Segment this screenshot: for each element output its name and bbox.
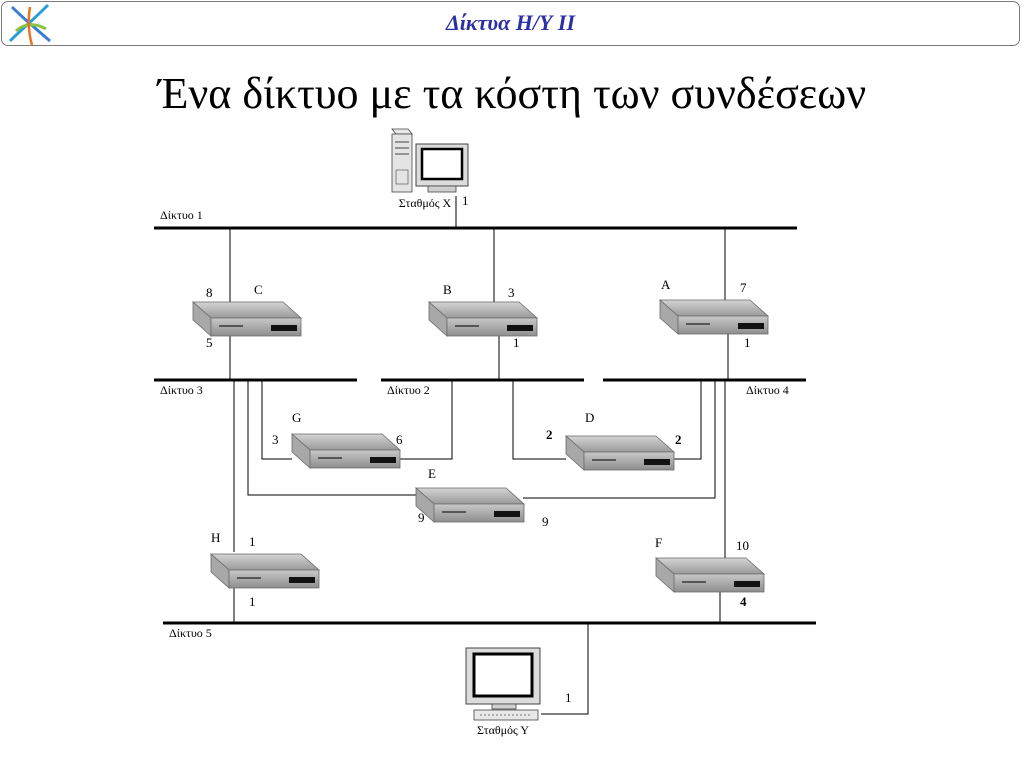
cost-f-bottom: 4 bbox=[740, 594, 747, 609]
router-d bbox=[565, 435, 675, 471]
router-b-label: B bbox=[443, 282, 452, 297]
links bbox=[229, 196, 729, 715]
slide-title: Ένα δίκτυο με τα κόστη των συνδέσεων bbox=[157, 69, 867, 118]
cost-a-bottom: 1 bbox=[744, 335, 751, 350]
cost-h-top: 1 bbox=[249, 534, 256, 549]
router-a-label: A bbox=[661, 277, 671, 292]
router-h bbox=[210, 553, 320, 589]
course-title: Δίκτυα Η/Υ ΙΙ bbox=[445, 10, 576, 35]
station-x-computer-icon bbox=[391, 128, 469, 193]
network-3-label: Δίκτυο 3 bbox=[160, 383, 203, 397]
station-x-label: Σταθμός Χ bbox=[399, 196, 452, 210]
network-4-label: Δίκτυο 4 bbox=[746, 383, 789, 397]
cost-station-x: 1 bbox=[462, 193, 469, 208]
network-1-label: Δίκτυο 1 bbox=[160, 208, 203, 222]
router-d-label: D bbox=[585, 410, 594, 425]
station-y-computer-icon bbox=[465, 647, 541, 721]
cost-c-top: 8 bbox=[206, 285, 213, 300]
router-f bbox=[655, 557, 765, 593]
cost-d-right: 2 bbox=[675, 432, 682, 447]
router-e-label: E bbox=[428, 466, 436, 481]
cost-g-left: 3 bbox=[272, 432, 279, 447]
router-f-label: F bbox=[655, 535, 662, 550]
cost-e-left: 9 bbox=[418, 510, 425, 525]
cost-b-top: 3 bbox=[508, 285, 515, 300]
router-c bbox=[192, 301, 302, 337]
router-a bbox=[659, 299, 769, 335]
router-g bbox=[291, 433, 401, 469]
station-y-label: Σταθμός Υ bbox=[477, 723, 529, 737]
router-c-label: C bbox=[254, 282, 263, 297]
router-g-label: G bbox=[292, 410, 301, 425]
cost-b-bottom: 1 bbox=[513, 335, 520, 350]
cost-f-top: 10 bbox=[736, 538, 749, 553]
cost-a-top: 7 bbox=[740, 280, 747, 295]
logo-icon bbox=[8, 3, 51, 46]
cost-d-left: 2 bbox=[546, 427, 553, 442]
cost-h-bottom: 1 bbox=[249, 594, 256, 609]
network-2-label: Δίκτυο 2 bbox=[387, 383, 430, 397]
cost-e-right: 9 bbox=[542, 514, 549, 529]
router-h-label: H bbox=[211, 530, 220, 545]
router-b bbox=[428, 301, 538, 337]
network-5-label: Δίκτυο 5 bbox=[169, 626, 212, 640]
cost-c-bottom: 5 bbox=[206, 335, 213, 350]
cost-station-y: 1 bbox=[565, 690, 572, 705]
header-bar: Δίκτυα Η/Υ ΙΙ bbox=[1, 1, 1020, 46]
cost-g-right: 6 bbox=[396, 432, 403, 447]
router-e bbox=[415, 487, 525, 523]
